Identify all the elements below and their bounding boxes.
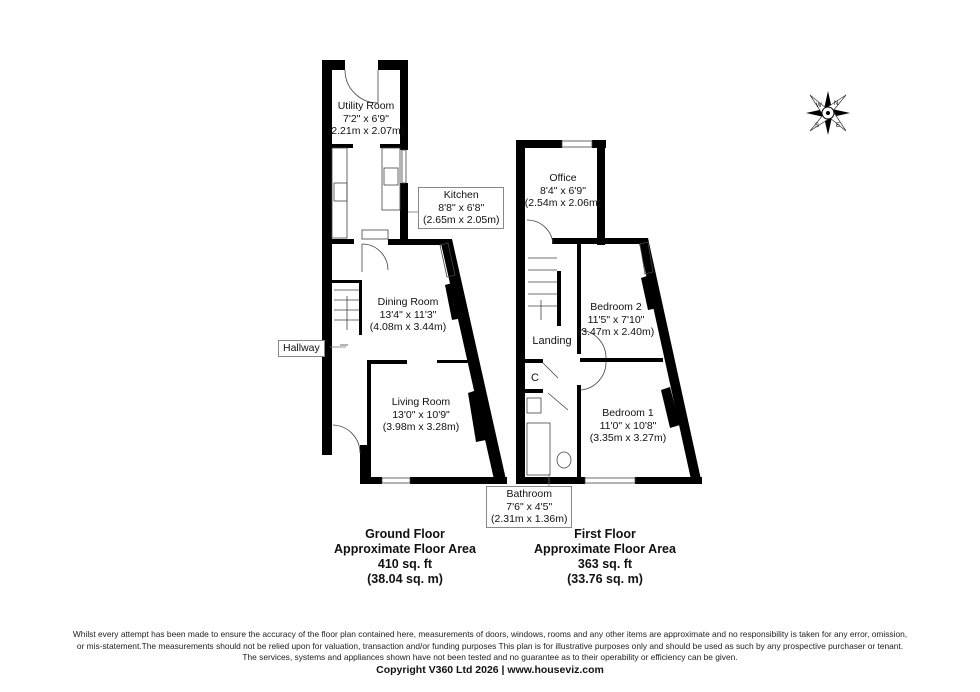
room-label-utility: Utility Room 7'2" x 6'9" (2.21m x 2.07m) <box>328 100 404 138</box>
room-name: Bathroom <box>506 488 552 500</box>
room-label-bathroom: Bathroom 7'6" x 4'5" (2.31m x 1.36m) <box>486 486 573 528</box>
utility-door-arc <box>344 69 379 104</box>
kitchen-door-arc <box>361 243 389 272</box>
bath-icon <box>526 422 551 476</box>
bedroom2-window <box>639 241 654 275</box>
room-size-imperial: 8'8" x 6'8" <box>438 201 485 214</box>
ground-floor-walls <box>322 60 507 484</box>
room-name: Bedroom 2 <box>590 301 642 313</box>
floor-title: First Floor <box>574 527 636 541</box>
area-label: Approximate Floor Area <box>334 542 476 556</box>
living-room-window <box>381 477 411 484</box>
compass-rose-icon: N E S W <box>806 91 850 135</box>
disclaimer-line: The services, systems and appliances sho… <box>242 652 738 662</box>
sink-icon <box>383 167 399 186</box>
cupboard-label: C <box>531 372 539 384</box>
room-size-metric: (3.98m x 3.28m) <box>382 421 460 433</box>
room-size-imperial: 11'5" x 7'10" <box>587 313 645 326</box>
area-sqm: (38.04 sq. m) <box>367 572 443 586</box>
front-door-arc <box>332 424 361 454</box>
cupboard-door <box>542 362 569 411</box>
room-size-metric: (2.21m x 2.07m) <box>327 125 405 137</box>
room-name: Office <box>549 172 577 184</box>
room-size-imperial: 13'4" x 11'3" <box>379 308 437 321</box>
room-label-kitchen: Kitchen 8'8" x 6'8" (2.65m x 2.05m) <box>418 187 505 229</box>
room-size-metric: (4.08m x 3.44m) <box>369 321 447 333</box>
landing-label: Landing <box>532 335 572 347</box>
compass-n: N <box>834 101 838 107</box>
room-size-imperial: 8'4" x 6'9" <box>540 184 586 197</box>
room-size-imperial: 13'0" x 10'9" <box>392 408 450 421</box>
room-size-metric: (3.35m x 3.27m) <box>589 432 667 444</box>
room-size-imperial: 7'2" x 6'9" <box>343 112 389 125</box>
room-label-dining: Dining Room 13'4" x 11'3" (4.08m x 3.44m… <box>370 296 446 334</box>
room-label-bedroom-2: Bedroom 2 11'5" x 7'10" (3.47m x 2.40m) <box>578 301 654 339</box>
ground-floor-area: Ground Floor Approximate Floor Area 410 … <box>334 527 476 587</box>
area-sqft: 410 sq. ft <box>377 557 433 571</box>
compass-w: W <box>816 103 822 109</box>
room-label-bedroom-1: Bedroom 1 11'0" x 10'8" (3.35m x 3.27m) <box>590 407 666 445</box>
disclaimer-line: or mis-statement.The measurements should… <box>76 640 904 651</box>
disclaimer-line: Whilst every attempt has been made to en… <box>72 629 908 639</box>
room-name: Living Room <box>391 396 451 408</box>
room-label-office: Office 8'4" x 6'9" (2.54m x 2.06m) <box>525 172 601 210</box>
ground-floor-fixtures <box>331 69 456 484</box>
hallway-label: Hallway <box>278 340 325 357</box>
office-window <box>561 140 593 148</box>
room-size-imperial: 11'0" x 10'8" <box>599 419 657 432</box>
kitchen-window <box>401 149 407 184</box>
area-sqft: 363 sq. ft <box>577 557 633 571</box>
room-name: Bedroom 1 <box>602 407 654 419</box>
room-size-imperial: 7'6" x 4'5" <box>506 500 553 513</box>
first-floor-fixtures <box>526 140 654 484</box>
bedroom1-window <box>584 477 636 484</box>
toilet-icon <box>556 451 572 469</box>
basin-icon <box>526 397 542 414</box>
room-name: Dining Room <box>377 296 439 308</box>
room-size-metric: (3.47m x 2.40m) <box>577 326 655 338</box>
room-name: Utility Room <box>337 100 395 112</box>
office-door-arc <box>526 219 554 245</box>
area-label: Approximate Floor Area <box>534 542 676 556</box>
hob-icon <box>333 182 348 202</box>
room-name: Kitchen <box>443 189 479 201</box>
copyright: Copyright V360 Ltd 2026 | www.houseviz.c… <box>376 664 604 676</box>
room-size-metric: (2.65m x 2.05m) <box>423 214 500 226</box>
room-size-metric: (2.54m x 2.06m) <box>524 197 602 209</box>
bedroom2-door-arc <box>580 329 607 359</box>
first-floor-walls <box>516 140 702 484</box>
compass-s: S <box>815 123 819 129</box>
room-size-metric: (2.31m x 1.36m) <box>491 513 568 525</box>
room-label-living: Living Room 13'0" x 10'9" (3.98m x 3.28m… <box>383 396 459 434</box>
disclaimer: Whilst every attempt has been made to en… <box>0 629 980 664</box>
floor-title: Ground Floor <box>365 527 445 541</box>
kitchen-counter-right <box>381 147 401 211</box>
dining-room-window <box>439 242 456 278</box>
first-floor-area: First Floor Approximate Floor Area 363 s… <box>534 527 676 587</box>
area-sqm: (33.76 sq. m) <box>567 572 643 586</box>
compass-e: E <box>836 123 840 129</box>
bedroom1-door-arc <box>580 361 607 391</box>
